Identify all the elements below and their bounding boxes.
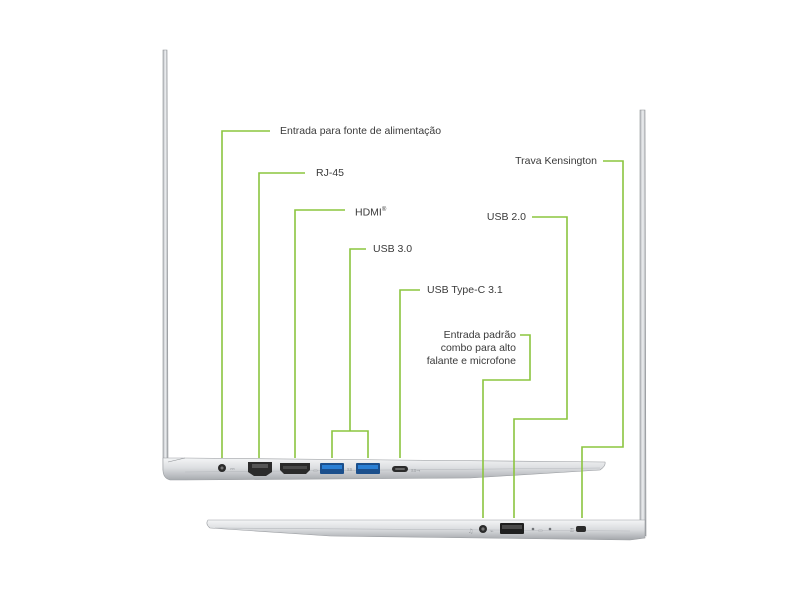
svg-text:⌁: ⌁: [490, 528, 494, 535]
label-usb20: USB 2.0: [486, 211, 526, 223]
label-hdmi-trademark: ®: [381, 207, 387, 213]
audio-jack-icon: ♫ ⌁: [468, 525, 494, 535]
svg-text:ss⭢: ss⭢: [411, 468, 420, 474]
svg-text:♫: ♫: [468, 528, 473, 535]
label-power-input: Entrada para fonte de alimentação: [280, 125, 442, 137]
right-leader-lines: [482, 160, 624, 518]
power-jack-icon: ⎓: [218, 464, 235, 473]
label-kensington: Trava Kensington: [515, 155, 597, 167]
svg-text:⎓: ⎓: [230, 466, 235, 473]
svg-text:⚿: ⚿: [570, 528, 574, 534]
left-side-view: ⎓ ▭ ss ss⭢: [162, 49, 606, 481]
right-side-view: ♫ ⌁ ▭ ⚿: [206, 109, 647, 541]
svg-text:▭: ▭: [538, 528, 543, 534]
right-base: [206, 519, 646, 541]
svg-text:ss: ss: [347, 467, 353, 473]
left-lid: [162, 49, 169, 471]
label-usbc: USB Type-C 3.1: [427, 284, 503, 296]
label-rj45: RJ-45: [316, 167, 345, 179]
right-lid: [639, 109, 647, 537]
usb-a-port-icon: ss: [320, 463, 353, 474]
hdmi-port-icon: ▭: [280, 463, 318, 474]
svg-text:▭: ▭: [313, 468, 318, 474]
usb-a-port-icon: [356, 463, 380, 474]
usb-c-port-icon: ss⭢: [392, 466, 420, 474]
label-hdmi-text: HDMI: [355, 206, 382, 219]
label-hdmi: HDMI®: [355, 204, 386, 220]
label-usb30: USB 3.0: [373, 243, 413, 255]
kensington-lock-icon: ⚿: [570, 526, 586, 534]
usb-a-port-icon: [500, 523, 524, 534]
left-leader-lines: [221, 130, 420, 458]
ethernet-port-icon: [248, 462, 272, 476]
left-base: [162, 457, 606, 481]
label-audio-combo: Entrada padrão combo para alto falante e…: [426, 329, 516, 367]
status-led-icon: ▭: [531, 527, 552, 534]
